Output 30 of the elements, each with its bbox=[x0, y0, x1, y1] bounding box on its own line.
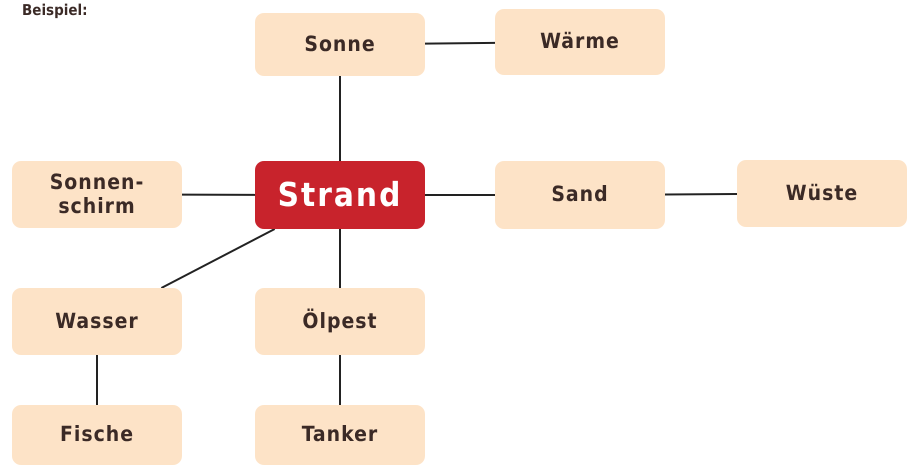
connector-line bbox=[339, 229, 341, 288]
node-label: Strand bbox=[278, 176, 402, 214]
connector-line bbox=[665, 193, 737, 196]
node-label: Ölpest bbox=[302, 310, 378, 334]
topic-box bbox=[12, 161, 182, 228]
topic-box bbox=[12, 288, 182, 355]
node-label: Sonnen- schirm bbox=[50, 171, 144, 218]
connector-line bbox=[182, 194, 255, 196]
node-label: Wüste bbox=[786, 182, 858, 206]
node-label: Sand bbox=[551, 183, 609, 207]
node-label: Sonne bbox=[304, 32, 376, 56]
topic-box bbox=[255, 405, 425, 465]
topic-box bbox=[255, 13, 425, 76]
connector-line bbox=[96, 355, 98, 405]
connector-line bbox=[425, 194, 495, 196]
topic-box bbox=[255, 288, 425, 355]
central-topic-box bbox=[255, 161, 425, 229]
topic-box bbox=[12, 405, 182, 465]
node-label: Wasser bbox=[55, 310, 139, 334]
connector-line bbox=[339, 355, 341, 405]
connector-line bbox=[339, 76, 341, 161]
node-label: Fische bbox=[60, 423, 134, 447]
topic-box bbox=[737, 160, 907, 227]
connector-line bbox=[160, 228, 276, 289]
node-label: Wärme bbox=[540, 30, 620, 54]
connector-line bbox=[424, 42, 496, 45]
topic-box bbox=[495, 161, 665, 229]
caption-text: Beispiel: bbox=[22, 1, 88, 19]
topic-box bbox=[495, 9, 665, 75]
node-label: Tanker bbox=[302, 423, 378, 447]
